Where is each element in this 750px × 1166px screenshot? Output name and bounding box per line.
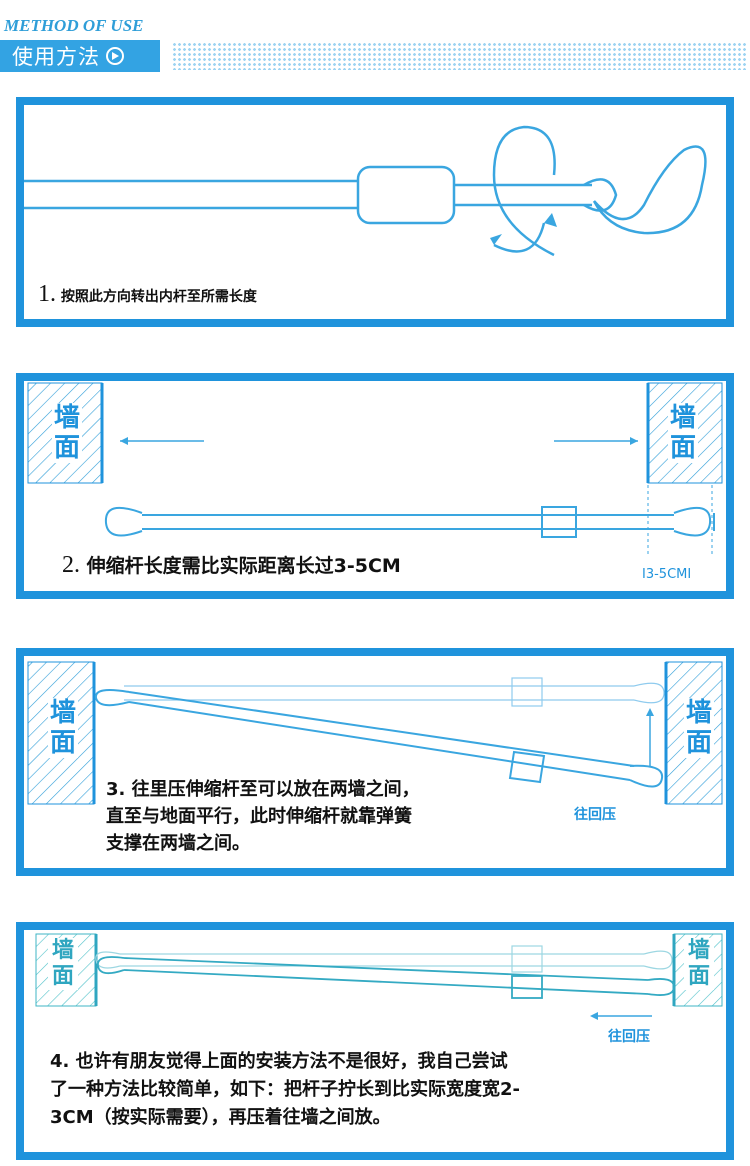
circle-arrow-icon [106,47,124,65]
step-1-caption: 1. 按照此方向转出内杆至所需长度 [38,281,257,308]
rod-rotation-diagram [24,125,707,257]
right-wall-label: 墙面 [668,403,698,463]
step-1-panel: 1. 按照此方向转出内杆至所需长度 [16,97,734,327]
step-1-number: 1. [38,281,56,307]
section-subtitle: METHOD OF USE [4,16,144,35]
press-back-label: 往回压 [608,1029,650,1045]
step-4-panel: 墙面 墙面 往回压 4. 也许有朋友觉得上面的安装方法不是很好，我自己尝试 了一… [16,922,734,1160]
left-wall-label: 墙面 [52,403,82,463]
right-wall-label: 墙面 [684,938,714,990]
step-3-line-1: 3. 往里压伸缩杆至可以放在两墙之间， [106,779,420,800]
step-4-caption: 4. 也许有朋友觉得上面的安装方法不是很好，我自己尝试 了一种方法比较简单，如下… [50,1048,520,1132]
press-back-label: 往回压 [574,807,616,823]
section-title: 使用方法 [12,45,100,69]
step-2-panel: 墙面 墙面 2. 伸缩杆长度需比实际距离长过3-5CM I3-5CMI [16,373,734,599]
step-2-caption: 2. 伸缩杆长度需比实际距离长过3-5CM [62,551,401,579]
right-wall-label: 墙面 [684,698,714,758]
step-1-text: 按照此方向转出内杆至所需长度 [60,289,257,305]
dotted-decoration [172,42,748,70]
section-title-bar: 使用方法 [0,40,160,72]
step-3-panel: 墙面 墙面 往回压 3. 往里压伸缩杆至可以放在两墙之间， 直至与地面平行，此时… [16,648,734,876]
step-3-line-3: 支撑在两墙之间。 [106,833,250,854]
step-2-text: 伸缩杆长度需比实际距离长过3-5CM [86,555,401,577]
step-3-line-2: 直至与地面平行，此时伸缩杆就靠弹簧 [106,806,412,827]
step-4-line-3: 3CM（按实际需要），再压着往墙之间放。 [50,1107,391,1128]
step-3-caption: 3. 往里压伸缩杆至可以放在两墙之间， 直至与地面平行，此时伸缩杆就靠弹簧 支撑… [106,776,420,857]
left-wall-label: 墙面 [48,698,78,758]
gap-label: I3-5CMI [642,567,692,582]
step-4-line-1: 4. 也许有朋友觉得上面的安装方法不是很好，我自己尝试 [50,1051,508,1072]
step-4-line-2: 了一种方法比较简单，如下：把杆子拧长到比实际宽度宽2- [50,1079,520,1100]
left-wall-label: 墙面 [48,938,78,990]
step-2-number: 2. [62,552,80,578]
